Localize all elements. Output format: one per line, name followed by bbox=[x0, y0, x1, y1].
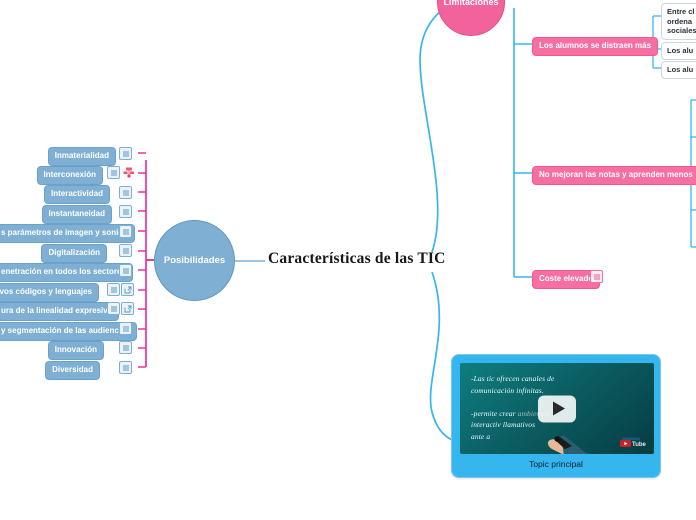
video-slide-text: -Las tic ofrecen canales de comunicación … bbox=[471, 373, 621, 442]
video-line-5: ante a bbox=[471, 431, 491, 441]
media-caption-label: Topic principal bbox=[529, 459, 583, 469]
hand-illustration bbox=[547, 435, 592, 454]
node-nuevos-codigos-lenguajes[interactable]: Nuevos códigos y lenguajes bbox=[0, 283, 99, 302]
node-label: Interconexión bbox=[43, 170, 96, 179]
note-icon[interactable] bbox=[590, 270, 603, 283]
note-icon[interactable] bbox=[119, 225, 132, 238]
node-diversidad[interactable]: Diversidad bbox=[45, 361, 100, 380]
node-segmentacion-audiencias[interactable]: y segmentación de las audiencias bbox=[0, 322, 137, 341]
subnode-label: Los alu bbox=[667, 46, 694, 55]
note-icon[interactable] bbox=[107, 302, 120, 315]
node-label: s parámetros de imagen y sonido bbox=[1, 228, 129, 237]
node-limitaciones-label: Limitaciones bbox=[443, 0, 499, 7]
node-interactividad[interactable]: Interactividad bbox=[43, 185, 110, 204]
node-parametros-imagen-sonido[interactable]: s parámetros de imagen y sonido bbox=[0, 224, 136, 243]
video-line-4b: llamativos bbox=[500, 420, 536, 429]
node-label: Instantaneidad bbox=[48, 209, 105, 218]
node-inmaterialidad[interactable]: Inmaterialidad bbox=[47, 147, 116, 166]
node-interconexion[interactable]: Interconexión bbox=[36, 166, 103, 185]
node-penetracion-sectores[interactable]: enetración en todos los sectores bbox=[0, 263, 133, 282]
node-alumnos-se-distraen[interactable]: Los alumnos se distraen más bbox=[532, 37, 659, 56]
node-label: ura de la linealidad expresiva bbox=[1, 306, 113, 315]
node-label: Digitalización bbox=[48, 248, 100, 257]
attachment-icon[interactable] bbox=[121, 283, 134, 296]
subnode-los-alumnos-1[interactable]: Los alu bbox=[661, 42, 696, 60]
node-label: No mejoran las notas y aprenden menos bbox=[539, 170, 693, 179]
node-label: Coste elevado bbox=[539, 274, 594, 283]
subnode-label: Los alu bbox=[667, 65, 694, 74]
note-icon[interactable] bbox=[119, 264, 132, 277]
node-label: Innovación bbox=[54, 345, 97, 354]
note-icon[interactable] bbox=[107, 283, 120, 296]
page-title: Características de las TIC bbox=[268, 250, 446, 267]
node-label: Los alumnos se distraen más bbox=[539, 41, 652, 50]
video-line-4a: interactiv bbox=[471, 420, 501, 429]
video-line-3: -permite crear bbox=[471, 408, 518, 418]
image-icon[interactable] bbox=[122, 167, 135, 178]
note-icon[interactable] bbox=[119, 322, 132, 335]
play-icon bbox=[552, 401, 565, 416]
media-card[interactable]: -Las tic ofrecen canales de comunicación … bbox=[451, 354, 661, 478]
note-icon[interactable] bbox=[119, 361, 132, 374]
node-innovacion[interactable]: Innovación bbox=[47, 341, 104, 360]
youtube-logo-icon: Tube bbox=[620, 437, 646, 448]
node-posibilidades-label: Posibilidades bbox=[163, 255, 226, 266]
video-line-3-dim: ambientes bbox=[517, 408, 550, 418]
node-ruptura-linealidad-expresiva[interactable]: ura de la linealidad expresiva bbox=[0, 302, 120, 321]
note-icon[interactable] bbox=[119, 244, 132, 257]
node-label: y segmentación de las audiencias bbox=[1, 326, 130, 335]
note-icon[interactable] bbox=[119, 205, 132, 218]
play-button[interactable] bbox=[538, 395, 576, 422]
node-label: enetración en todos los sectores bbox=[1, 267, 126, 276]
svg-text:Tube: Tube bbox=[632, 442, 646, 448]
node-label: Diversidad bbox=[52, 365, 93, 374]
node-digitalizacion[interactable]: Digitalización bbox=[41, 244, 107, 263]
video-thumbnail[interactable]: -Las tic ofrecen canales de comunicación … bbox=[460, 363, 654, 454]
subnode-los-alumnos-2[interactable]: Los alu bbox=[661, 61, 696, 79]
attachment-icon[interactable] bbox=[121, 302, 134, 315]
media-caption: Topic principal bbox=[460, 456, 652, 472]
video-line-2: comunicación infinitas. bbox=[471, 385, 544, 395]
node-instantaneidad[interactable]: Instantaneidad bbox=[41, 205, 112, 224]
note-icon[interactable] bbox=[107, 166, 120, 179]
node-label: Inmaterialidad bbox=[54, 151, 109, 160]
subnode-entre-clase-ordenador[interactable]: Entre cl ordena sociales bbox=[661, 3, 696, 40]
video-line-1: -Las tic ofrecen canales de bbox=[471, 374, 555, 383]
node-no-mejoran-notas[interactable]: No mejoran las notas y aprenden menos bbox=[532, 166, 696, 185]
subnode-label: Entre cl ordena sociales bbox=[667, 7, 696, 35]
note-icon[interactable] bbox=[119, 341, 132, 354]
node-label: Nuevos códigos y lenguajes bbox=[0, 287, 92, 296]
node-label: Interactividad bbox=[50, 189, 103, 198]
note-icon[interactable] bbox=[119, 186, 132, 199]
node-limitaciones[interactable]: Limitaciones bbox=[437, 0, 505, 36]
note-icon[interactable] bbox=[119, 147, 132, 160]
node-posibilidades[interactable]: Posibilidades bbox=[154, 220, 235, 301]
